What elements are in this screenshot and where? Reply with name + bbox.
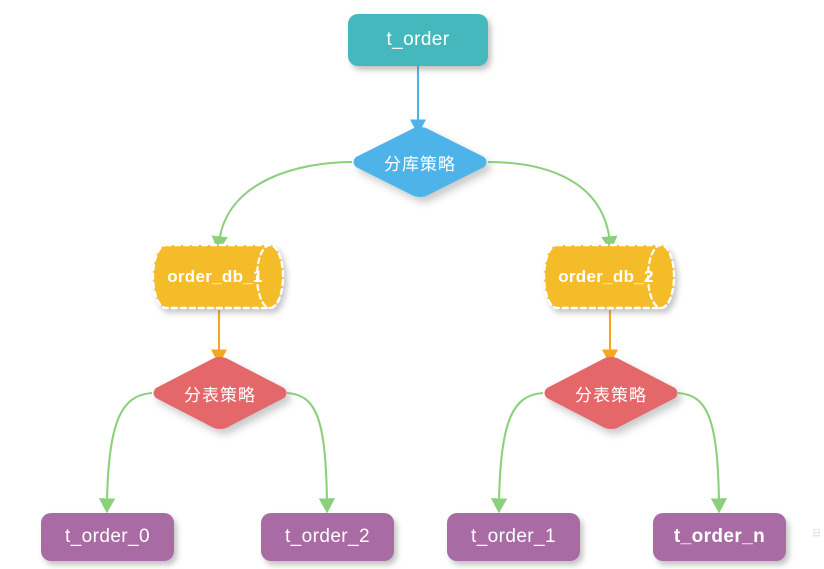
node-t-order-1[interactable]: t_order_1	[447, 513, 580, 561]
node-t-order-label: t_order	[386, 29, 450, 50]
node-t-order-2[interactable]: t_order_2	[261, 513, 394, 561]
edge-table-strategy-right-to-table-1	[490, 391, 544, 514]
node-db-strategy[interactable]: 分库策略	[352, 126, 488, 198]
edge-table-strategy-left-to-table-2	[286, 391, 336, 514]
node-order-db-1[interactable]: order_db_1	[152, 243, 292, 310]
diamond-shape-red-right	[544, 357, 678, 429]
cylinder-shape-right	[543, 243, 676, 310]
node-t-order-0-label: t_order_0	[65, 526, 150, 547]
edge-table-strategy-right-to-table-n	[677, 391, 728, 514]
node-table-strategy-right[interactable]: 分表策略	[543, 356, 679, 430]
diamond-shape-red-left	[153, 357, 287, 429]
watermark-text: 日	[810, 528, 820, 537]
node-t-order-1-label: t_order_1	[471, 526, 556, 547]
node-t-order-0[interactable]: t_order_0	[41, 513, 174, 561]
edge-table-strategy-left-to-table-0	[98, 391, 153, 514]
cylinder-shape-left	[152, 243, 285, 310]
node-t-order-n-label: t_order_n	[673, 526, 766, 547]
diamond-shape-blue	[353, 127, 487, 197]
node-order-db-1-label: order_db_1	[167, 266, 263, 286]
edge-db-strategy-to-db-right	[487, 160, 618, 252]
node-db-strategy-label: 分库策略	[384, 154, 456, 174]
node-t-order[interactable]: t_order	[348, 14, 488, 66]
edge-db-strategy-to-db-left	[211, 160, 353, 252]
node-order-db-2-label: order_db_2	[558, 266, 654, 286]
node-t-order-n[interactable]: t_order_n	[653, 513, 786, 561]
node-t-order-2-label: t_order_2	[285, 526, 370, 547]
node-table-strategy-left-label: 分表策略	[184, 385, 256, 405]
node-order-db-2[interactable]: order_db_2	[543, 243, 683, 310]
node-table-strategy-left[interactable]: 分表策略	[152, 356, 288, 430]
node-table-strategy-right-label: 分表策略	[575, 385, 647, 405]
